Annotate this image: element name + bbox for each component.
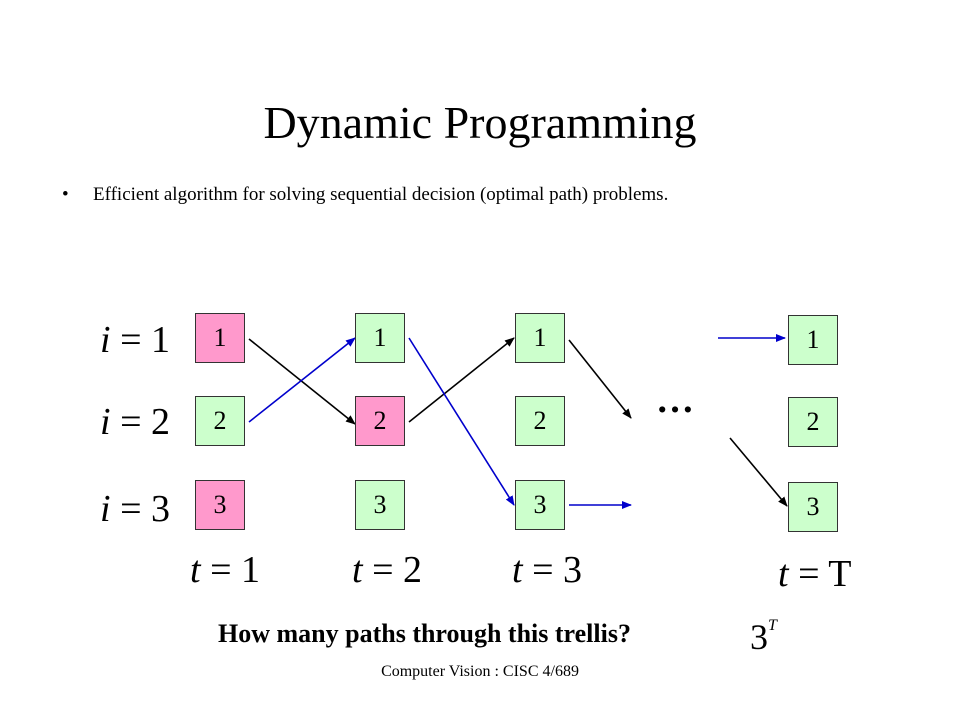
time-label-T: t = T (778, 553, 852, 595)
answer-formula: 3T (750, 616, 777, 658)
node-t3-1: 1 (515, 313, 565, 363)
slide-title: Dynamic Programming (263, 97, 697, 148)
time-label-2: t = 2 (352, 549, 422, 591)
node-t1-3: 3 (195, 480, 245, 530)
node-t2-3: 3 (355, 480, 405, 530)
state-label-1: i = 1 (100, 319, 170, 361)
edge-1-1-to-2-2 (248, 338, 356, 425)
ellipsis: … (656, 379, 696, 421)
node-tT-2: 2 (788, 397, 838, 447)
node-t3-3: 3 (515, 480, 565, 530)
node-t2-2: 2 (355, 396, 405, 446)
node-t2-1: 1 (355, 313, 405, 363)
node-tT-1: 1 (788, 315, 838, 365)
edge-2-1-to-3-3 (408, 337, 515, 506)
edge-3-1-to-ellipsis (568, 339, 632, 419)
question-text: How many paths through this trellis? (218, 619, 631, 648)
answer-exponent: T (768, 617, 777, 634)
node-t1-1: 1 (195, 313, 245, 363)
node-t1-2: 2 (195, 396, 245, 446)
bullet-marker: • (62, 184, 69, 205)
node-tT-3: 3 (788, 482, 838, 532)
state-label-2: i = 2 (100, 401, 170, 443)
answer-base: 3 (750, 617, 768, 657)
edge-1-2-to-2-1 (248, 337, 356, 423)
edge-to-T-3 (729, 437, 788, 507)
time-label-3: t = 3 (512, 549, 582, 591)
node-t3-2: 2 (515, 396, 565, 446)
time-label-1: t = 1 (190, 549, 260, 591)
edge-2-2-to-3-1 (408, 337, 515, 423)
state-label-3: i = 3 (100, 488, 170, 530)
footer: Computer Vision : CISC 4/689 (381, 663, 579, 680)
bullet-text: Efficient algorithm for solving sequenti… (93, 184, 669, 205)
